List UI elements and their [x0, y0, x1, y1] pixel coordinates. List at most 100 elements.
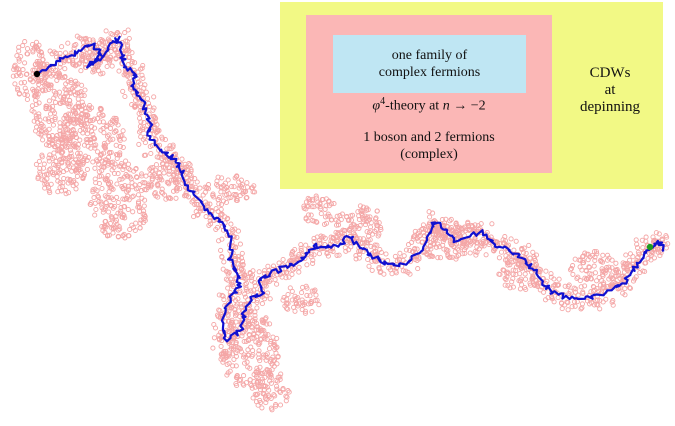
cluster-site — [30, 79, 36, 85]
cluster-site — [602, 285, 608, 291]
cluster-site — [139, 188, 145, 194]
cluster-site — [257, 340, 263, 346]
cluster-site — [263, 400, 269, 406]
cluster-site — [236, 377, 243, 383]
cluster-site — [46, 133, 52, 139]
cluster-site — [452, 231, 458, 238]
cluster-site — [311, 238, 317, 245]
cluster-site — [80, 158, 86, 164]
cluster-site — [138, 127, 144, 133]
cluster-site — [500, 237, 506, 243]
cluster-site — [552, 282, 558, 288]
cluster-site — [472, 248, 478, 255]
cluster-site — [161, 170, 167, 176]
cluster-site — [305, 218, 311, 224]
cluster-site — [85, 143, 91, 149]
cluster-site — [323, 220, 330, 226]
cluster-site — [117, 177, 123, 183]
cluster-site — [107, 125, 114, 131]
cluster-site — [219, 292, 225, 298]
cluster-site — [614, 267, 620, 273]
cluster-site — [114, 181, 120, 187]
cluster-site — [218, 247, 224, 253]
cluster-site — [253, 327, 259, 333]
cluster-site — [123, 158, 129, 164]
cluster-site — [234, 234, 240, 240]
cluster-site — [57, 184, 63, 191]
cluster-site — [159, 161, 166, 167]
cluster-site — [266, 346, 273, 352]
cluster-site — [356, 255, 362, 261]
cluster-site — [137, 225, 143, 231]
cluster-site — [443, 216, 449, 222]
cluster-site — [173, 195, 179, 201]
cluster-site — [224, 216, 230, 222]
cluster-site — [60, 180, 66, 186]
cluster-site — [67, 97, 73, 104]
end-point-green-dot — [646, 243, 654, 251]
cluster-site — [255, 378, 261, 384]
cluster-site — [249, 335, 255, 341]
cluster-site — [124, 44, 131, 50]
cluster-site — [505, 260, 511, 266]
cluster-site — [74, 173, 80, 179]
cluster-site — [371, 249, 377, 255]
cluster-site — [424, 251, 430, 257]
cluster-site — [118, 208, 124, 214]
cluster-site — [152, 124, 158, 130]
cluster-site — [273, 350, 279, 356]
cluster-site — [372, 259, 379, 265]
cluster-site — [159, 189, 165, 195]
cluster-site — [102, 159, 108, 166]
cluster-site — [149, 176, 155, 182]
cluster-site — [116, 68, 122, 74]
cluster-site — [81, 93, 87, 99]
cluster-site — [52, 143, 58, 149]
cluster-site — [256, 351, 262, 357]
cluster-site — [52, 115, 58, 121]
cluster-site — [357, 223, 363, 229]
cluster-site — [285, 291, 291, 298]
cluster-site — [665, 241, 671, 247]
cluster-site — [580, 257, 586, 263]
cluster-site — [229, 320, 235, 326]
boson-line-1: 1 boson and 2 fermions — [363, 130, 495, 145]
cluster-site — [467, 242, 473, 248]
cluster-site — [298, 245, 304, 251]
cluster-site — [207, 215, 213, 221]
cluster-site — [84, 112, 90, 118]
cluster-site — [96, 169, 102, 175]
cluster-site — [568, 266, 574, 272]
cluster-site — [519, 245, 525, 252]
cluster-site — [259, 405, 265, 411]
cluster-site — [239, 250, 245, 256]
cluster-site — [542, 297, 549, 303]
cluster-site — [437, 255, 444, 261]
cluster-site — [139, 171, 145, 177]
cluster-site — [264, 354, 270, 360]
cluster-site — [448, 242, 454, 248]
cluster-site — [240, 354, 247, 360]
phi-power: 4 — [380, 96, 386, 107]
cluster-site — [37, 169, 43, 175]
cluster-site — [57, 64, 63, 70]
cluster-site — [448, 216, 454, 222]
cluster-site — [252, 189, 258, 195]
cluster-site — [83, 112, 89, 118]
cluster-site — [30, 67, 36, 73]
cluster-site — [185, 167, 191, 173]
cluster-site — [264, 321, 270, 327]
cluster-site — [409, 239, 415, 245]
cluster-site — [125, 206, 131, 213]
cluster-site — [98, 173, 104, 179]
cluster-site — [664, 234, 670, 240]
cluster-site — [117, 150, 123, 156]
cluster-site — [106, 195, 112, 201]
cdw-label: CDWs at depinning — [560, 65, 660, 116]
cluster-site — [39, 154, 45, 160]
cluster-site — [42, 116, 48, 122]
cluster-site — [43, 142, 50, 148]
cluster-site — [58, 94, 64, 100]
cluster-site — [316, 240, 323, 246]
cluster-site — [572, 303, 578, 309]
